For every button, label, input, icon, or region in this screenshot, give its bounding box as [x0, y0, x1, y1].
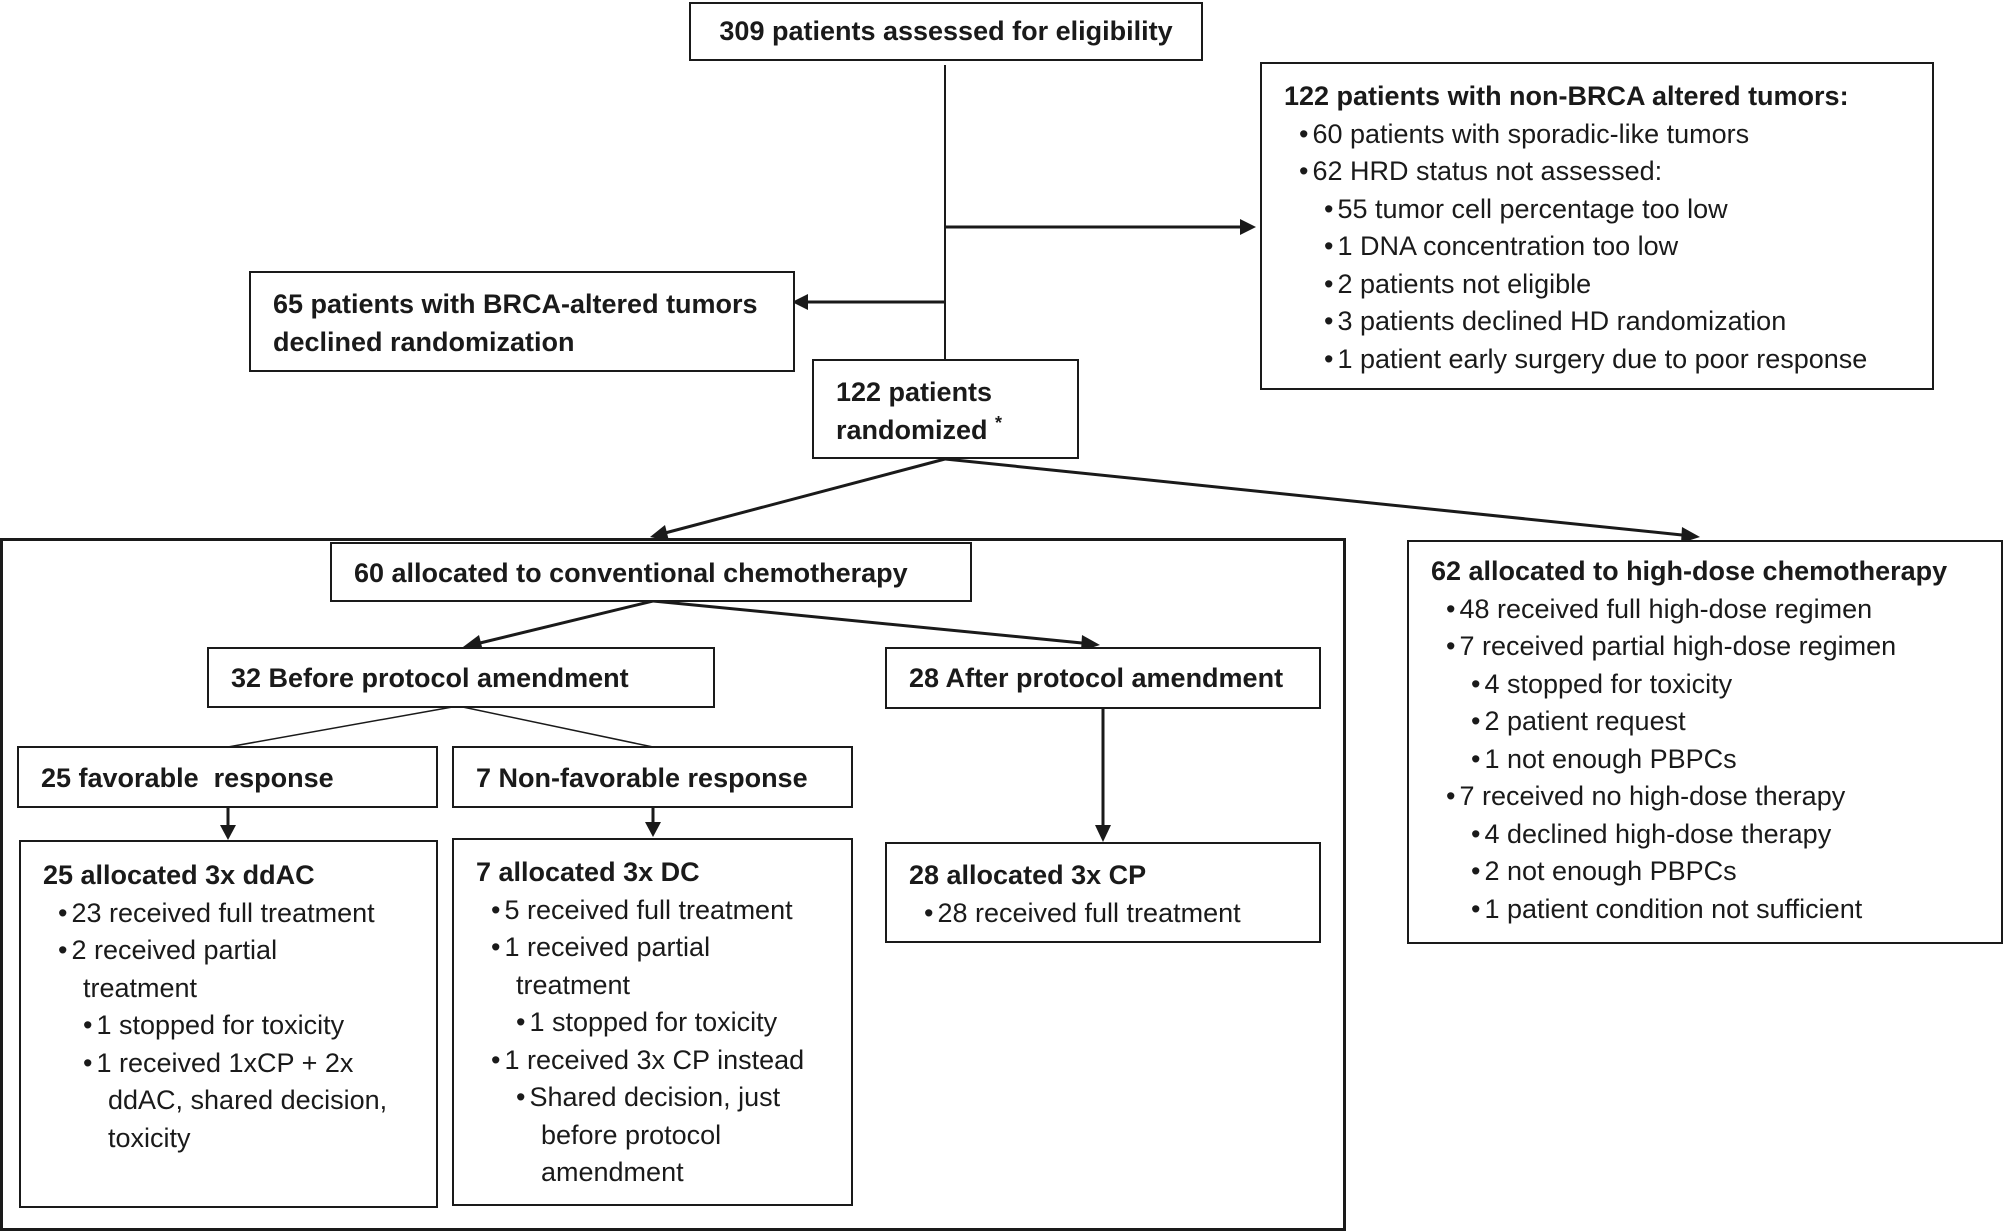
arrow-to-ddac-head	[220, 825, 236, 840]
arrow-to-before	[479, 599, 654, 645]
favorable-box: 25 favorable response	[17, 746, 438, 808]
non-brca-title: 122 patients with non-BRCA altered tumor…	[1284, 81, 1849, 111]
non-brca-subitem: 1 patient early surgery due to poor resp…	[1284, 341, 1932, 379]
high-dose-item: 48 received full high-dose regimen	[1431, 591, 2001, 629]
high-dose-box: 62 allocated to high-dose chemotherapy 4…	[1407, 540, 2003, 944]
dc-subitem-continued: amendment	[541, 1157, 684, 1187]
high-dose-subitem: 1 patient condition not sufficient	[1431, 891, 2001, 929]
randomized-line-2: randomized *	[836, 412, 1077, 450]
nonfavorable-box: 7 Non-favorable response	[452, 746, 853, 808]
ddac-box: 25 allocated 3x ddAC 23 received full tr…	[19, 840, 438, 1208]
dc-item-continued: treatment	[516, 969, 631, 1000]
cp-item: 28 received full treatment	[909, 895, 1319, 933]
dc-item: 1 received partial	[476, 929, 851, 967]
ddac-subitem: 1 stopped for toxicity	[43, 1007, 436, 1045]
non-brca-box: 122 patients with non-BRCA altered tumor…	[1260, 62, 1934, 390]
ddac-subitem: 1 received 1xCP + 2x	[43, 1045, 436, 1083]
dc-item: 1 received 3x CP instead	[476, 1042, 851, 1080]
non-brca-item: 62 HRD status not assessed:	[1284, 153, 1932, 191]
ddac-title: 25 allocated 3x ddAC	[43, 860, 315, 890]
split-to-nonfavorable	[457, 705, 654, 748]
after-amendment-box: 28 After protocol amendment	[885, 647, 1321, 709]
ddac-subitem-continued: ddAC, shared decision,	[108, 1085, 388, 1115]
high-dose-subitem: 2 patient request	[1431, 703, 2001, 741]
favorable-title: 25 favorable response	[41, 763, 334, 793]
arrow-to-high-dose-head	[1681, 527, 1700, 543]
brca-line-2: declined randomization	[273, 326, 575, 357]
high-dose-item: 7 received no high-dose therapy	[1431, 778, 2001, 816]
before-amendment-title: 32 Before protocol amendment	[231, 663, 629, 693]
after-amendment-title: 28 After protocol amendment	[909, 663, 1284, 693]
arrow-to-brca-head	[792, 294, 808, 310]
ddac-item: 23 received full treatment	[43, 895, 436, 933]
high-dose-title: 62 allocated to high-dose chemotherapy	[1431, 556, 1948, 586]
randomized-label: randomized	[836, 414, 988, 445]
dc-subitem-continued: before protocol	[541, 1119, 722, 1150]
high-dose-subitem: 2 not enough PBPCs	[1431, 853, 2001, 891]
randomized-line-1: 122 patients	[836, 377, 993, 407]
arrow-to-conventional	[664, 457, 946, 535]
brca-line-1: 65 patients with BRCA-altered tumors	[273, 289, 758, 319]
ddac-item: 2 received partial	[43, 932, 436, 970]
cp-box: 28 allocated 3x CP 28 received full trea…	[885, 842, 1321, 943]
high-dose-subitem: 4 stopped for toxicity	[1431, 666, 2001, 704]
arrow-to-conventional-head	[650, 525, 669, 541]
arrow-to-dc-head	[645, 822, 661, 837]
ddac-subitem-continued: toxicity	[108, 1122, 191, 1153]
cp-title: 28 allocated 3x CP	[909, 860, 1147, 890]
dc-subitem: 1 stopped for toxicity	[476, 1004, 851, 1042]
conventional-title: 60 allocated to conventional chemotherap…	[354, 558, 908, 588]
assessed-title: 309 patients assessed for eligibility	[719, 16, 1173, 46]
arrow-to-non-brca-head	[1240, 219, 1256, 235]
non-brca-subitem: 55 tumor cell percentage too low	[1284, 191, 1932, 229]
assessed-box: 309 patients assessed for eligibility	[689, 2, 1203, 61]
conventional-box: 60 allocated to conventional chemotherap…	[330, 542, 972, 602]
split-to-favorable	[227, 705, 459, 748]
conventional-frame	[0, 538, 1346, 1231]
arrow-to-high-dose	[944, 457, 1683, 537]
dc-box: 7 allocated 3x DC 5 received full treatm…	[452, 838, 853, 1206]
high-dose-item: 7 received partial high-dose regimen	[1431, 628, 2001, 666]
non-brca-subitem: 1 DNA concentration too low	[1284, 228, 1932, 266]
non-brca-subitem: 2 patients not eligible	[1284, 266, 1932, 304]
dc-subitem: Shared decision, just	[476, 1079, 851, 1117]
randomized-box: 122 patients randomized *	[812, 359, 1079, 459]
high-dose-subitem: 1 not enough PBPCs	[1431, 741, 2001, 779]
high-dose-subitem: 4 declined high-dose therapy	[1431, 816, 2001, 854]
non-brca-item: 60 patients with sporadic-like tumors	[1284, 116, 1932, 154]
before-amendment-box: 32 Before protocol amendment	[207, 647, 715, 708]
footnote-marker: *	[995, 412, 1003, 433]
ddac-item-continued: treatment	[83, 972, 198, 1003]
arrow-to-after	[652, 599, 1083, 645]
brca-box: 65 patients with BRCA-altered tumors dec…	[249, 271, 795, 372]
dc-title: 7 allocated 3x DC	[476, 857, 700, 887]
arrow-to-cp-head	[1095, 825, 1111, 842]
nonfavorable-title: 7 Non-favorable response	[476, 763, 808, 793]
dc-item: 5 received full treatment	[476, 892, 851, 930]
non-brca-subitem: 3 patients declined HD randomization	[1284, 303, 1932, 341]
